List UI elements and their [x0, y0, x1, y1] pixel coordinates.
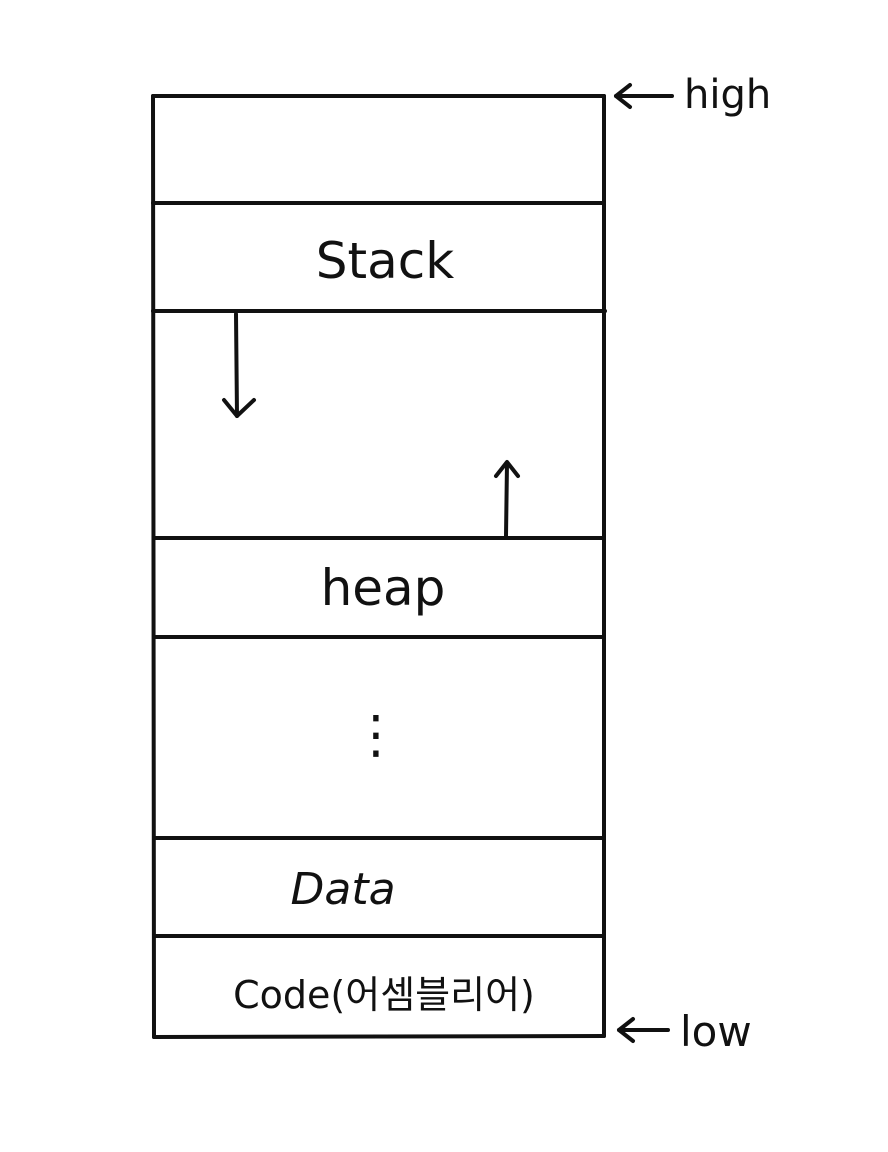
high-label: high: [684, 72, 771, 118]
stack-growth-arrow: [222, 312, 256, 418]
low-arrow-icon: [617, 1017, 670, 1043]
high-marker: high: [614, 72, 771, 118]
segment-data-label: Data: [290, 864, 395, 915]
low-marker: low: [617, 1007, 752, 1056]
low-label: low: [680, 1007, 752, 1056]
memory-column: [151, 94, 607, 1039]
segment-code-label: Code(어셈블리어): [233, 973, 535, 1017]
segment-stack-label: Stack: [316, 232, 454, 290]
column-bottom-edge: [152, 1034, 606, 1039]
column-left-edge: [151, 94, 156, 1039]
segment-heap-label: heap: [321, 559, 446, 617]
high-arrow-icon: [614, 83, 674, 109]
segment-gap-label: ⋮: [350, 705, 402, 765]
heap-growth-arrow: [494, 460, 520, 538]
